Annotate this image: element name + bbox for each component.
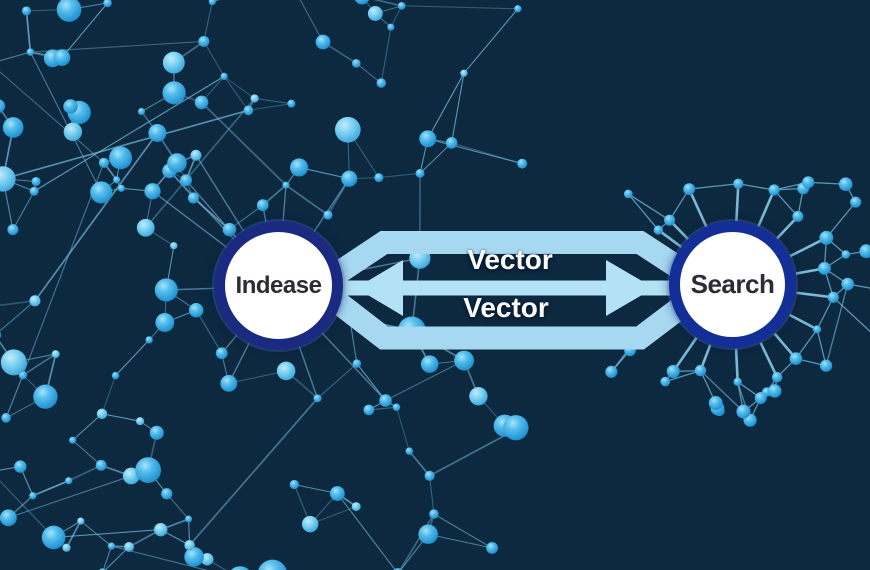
vector-label-bottom: Vector (463, 292, 549, 323)
double-arrow (335, 260, 675, 316)
arrowhead-left-icon (356, 260, 403, 316)
indease-node: Indease (214, 221, 343, 350)
vector-label-top: Vector (467, 244, 553, 275)
arrowhead-right-icon (606, 260, 654, 316)
indease-node-label: Indease (235, 271, 322, 299)
search-node: Search (669, 221, 796, 348)
arrow-shaft (335, 280, 675, 296)
search-node-label: Search (690, 269, 775, 299)
